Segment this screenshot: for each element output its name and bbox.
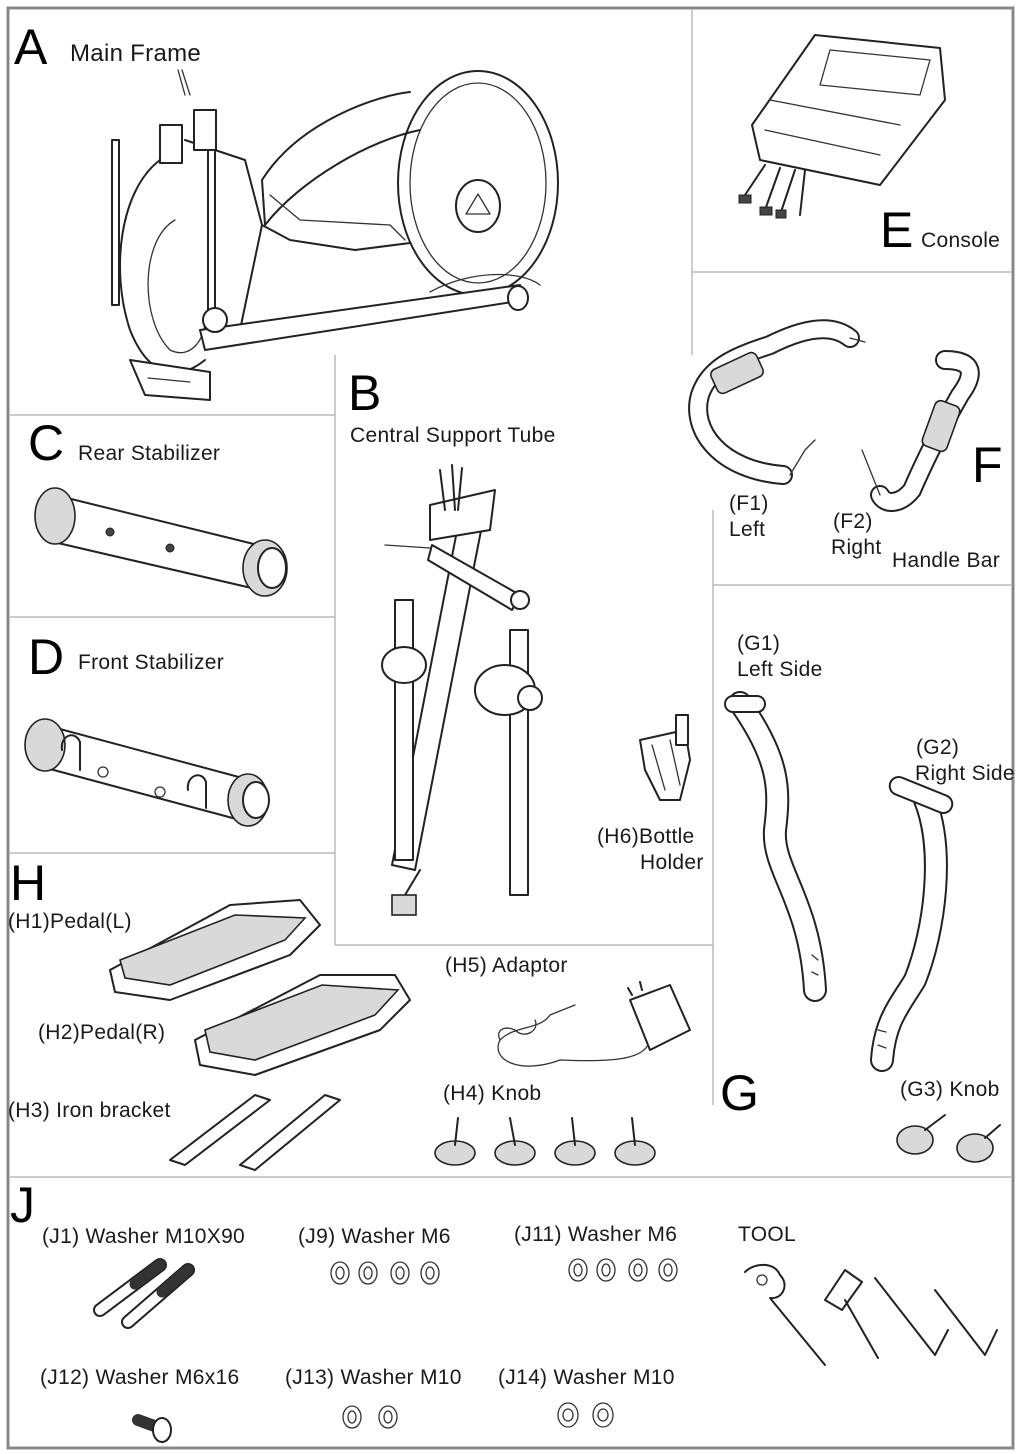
part-h6-label-line1: (H6)Bottle	[597, 825, 695, 848]
part-h5-label: (H5) Adaptor	[445, 954, 568, 977]
part-h6-label-line2: Holder	[640, 851, 704, 874]
main-frame-drawing	[111, 69, 559, 401]
side-handles-drawing	[724, 691, 954, 1072]
part-b-name: Central Support Tube	[350, 424, 556, 447]
part-j13-label: (J13) Washer M10	[285, 1366, 462, 1389]
part-a-letter: A	[14, 19, 48, 75]
j9-washers-drawing	[330, 1261, 440, 1285]
tools-drawing	[744, 1263, 998, 1366]
iron-brackets-drawing	[169, 1094, 341, 1171]
part-e-letter: E	[880, 202, 914, 258]
part-f2-code: (F2)	[833, 510, 873, 533]
part-d-letter: D	[28, 629, 65, 685]
handle-bar-drawing	[688, 319, 980, 512]
part-j-letter: J	[10, 1177, 35, 1233]
part-f2-name: Right	[831, 536, 882, 559]
central-support-tube-drawing	[381, 464, 543, 916]
part-j11-label: (J11) Washer M6	[514, 1223, 678, 1246]
part-c-letter: C	[28, 415, 65, 471]
part-h4-label: (H4) Knob	[443, 1082, 542, 1105]
j14-washers-drawing	[557, 1402, 614, 1428]
part-j1-label: (J1) Washer M10X90	[42, 1225, 246, 1248]
part-j14-label: (J14) Washer M10	[498, 1366, 675, 1389]
part-h-letter: H	[10, 855, 47, 911]
part-g1-code: (G1)	[737, 632, 781, 655]
front-stabilizer-drawing	[24, 718, 270, 827]
part-e-name: Console	[921, 229, 1001, 252]
part-j12-label: (J12) Washer M6x16	[40, 1366, 240, 1389]
adaptor-drawing	[497, 981, 691, 1067]
part-g3-label: (G3) Knob	[900, 1078, 1000, 1101]
tool-label: TOOL	[738, 1223, 796, 1246]
j11-washers-drawing	[568, 1258, 678, 1282]
part-j9-label: (J9) Washer M6	[298, 1225, 451, 1248]
part-h2-label: (H2)Pedal(R)	[38, 1021, 166, 1044]
j1-bolts-drawing	[93, 1258, 195, 1329]
section-dividers	[6, 6, 1015, 1450]
part-f-name: Handle Bar	[892, 549, 1001, 572]
g3-knobs-drawing	[896, 1114, 1001, 1163]
part-g2-code: (G2)	[916, 736, 960, 759]
console-drawing	[738, 34, 946, 219]
part-f1-name: Left	[729, 518, 766, 541]
rear-stabilizer-drawing	[34, 487, 288, 597]
pedals-drawing	[109, 899, 411, 1076]
part-f-letter: F	[972, 437, 1003, 493]
part-g-letter: G	[720, 1065, 759, 1121]
part-d-name: Front Stabilizer	[78, 651, 225, 674]
h4-knobs-drawing	[434, 1117, 656, 1166]
part-f1-code: (F1)	[729, 492, 769, 515]
part-g1-name: Left Side	[737, 658, 823, 681]
part-c-name: Rear Stabilizer	[78, 442, 221, 465]
part-a-name: Main Frame	[70, 40, 202, 67]
bottle-holder-drawing	[639, 714, 691, 801]
part-g2-name: Right Side	[915, 762, 1015, 785]
j13-washers-drawing	[342, 1405, 398, 1429]
j12-bolt-drawing	[132, 1414, 172, 1443]
part-h3-label: (H3) Iron bracket	[8, 1099, 171, 1122]
part-b-letter: B	[348, 365, 382, 421]
part-h1-label: (H1)Pedal(L)	[8, 910, 132, 933]
